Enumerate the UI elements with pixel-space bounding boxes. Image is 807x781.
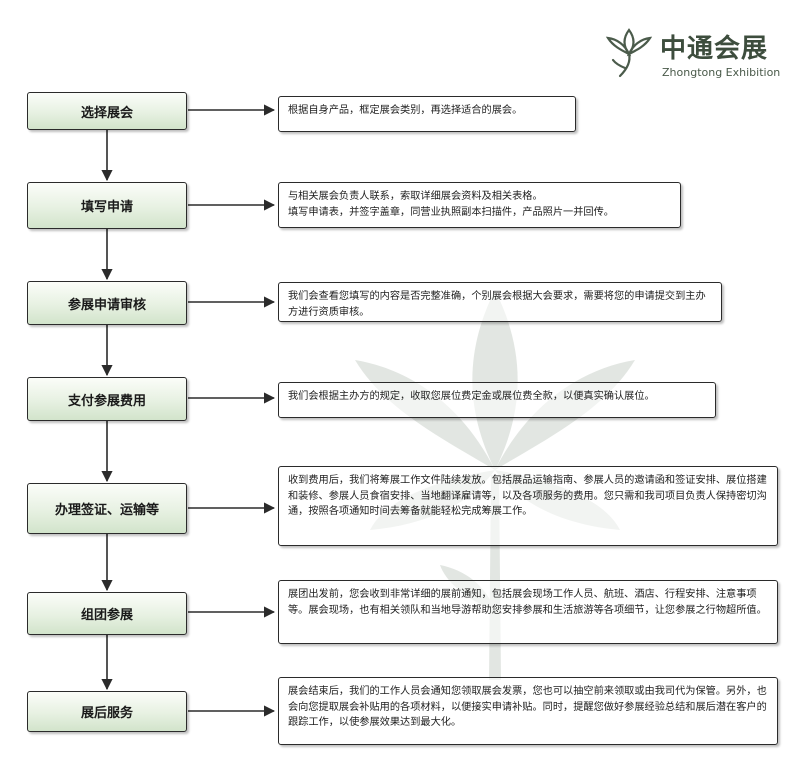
step-description: 我们会根据主办方的规定，收取您展位费定金或展位费全款，以便真实确认展位。: [278, 382, 716, 418]
description-line: 展团出发前，您会收到非常详细的展前通知，包括展会现场工作人员、航班、酒店、行程安…: [288, 589, 767, 616]
lotus-logo-icon: [605, 28, 653, 78]
description-line: 我们会根据主办方的规定，收取您展位费定金或展位费全款，以便真实确认展位。: [288, 391, 655, 402]
logo-text-en: Zhongtong Exhibition: [662, 66, 781, 79]
step-description: 根据自身产品，框定展会类别，再选择适合的展会。: [278, 96, 576, 132]
step-description: 展会结束后，我们的工作人员会通知您领取展会发票，您也可以抽空前来领取或由我司代为…: [278, 677, 778, 745]
step-label: 组团参展: [80, 608, 133, 623]
step-label: 支付参展费用: [67, 393, 146, 409]
step-box: 支付参展费用: [27, 377, 187, 421]
step-box: 参展申请审核: [27, 281, 187, 325]
description-line: 展会结束后，我们的工作人员会通知您领取展会发票，您也可以抽空前来领取或由我司代为…: [288, 686, 767, 728]
step-box: 选择展会: [27, 92, 187, 130]
step-description: 我们会查看您填写的内容是否完整准确，个别展会根据大会要求，需要将您的申请提交到主…: [278, 282, 722, 322]
step-description: 收到费用后，我们将筹展工作文件陆续发放。包括展品运输指南、参展人员的邀请函和签证…: [278, 466, 778, 546]
description-line: 根据自身产品，框定展会类别，再选择适合的展会。: [288, 105, 523, 116]
description-line: 我们会查看您填写的内容是否完整准确，个别展会根据大会要求，需要将您的申请提交到主…: [288, 291, 706, 318]
description-line: 收到费用后，我们将筹展工作文件陆续发放。包括展品运输指南、参展人员的邀请函和签证…: [288, 475, 767, 517]
logo-text-cn: 中通会展: [660, 34, 769, 64]
step-label: 参展申请审核: [67, 297, 146, 313]
step-box: 办理签证、运输等: [27, 483, 187, 534]
step-label: 展后服务: [80, 706, 133, 721]
step-description: 展团出发前，您会收到非常详细的展前通知，包括展会现场工作人员、航班、酒店、行程安…: [278, 580, 778, 644]
step-box: 组团参展: [27, 592, 187, 635]
description-line: 填写申请表，并签字盖章，同营业执照副本扫描件，产品照片一并回传。: [288, 206, 614, 218]
step-box: 填写申请: [27, 182, 187, 229]
step-description: 与相关展会负责人联系，索取详细展会资料及相关表格。 填写申请表，并签字盖章，同营…: [278, 182, 681, 228]
description-line: 与相关展会负责人联系，索取详细展会资料及相关表格。: [288, 191, 543, 202]
step-label: 选择展会: [80, 105, 133, 121]
step-label: 办理签证、运输等: [54, 503, 159, 518]
step-box: 展后服务: [27, 691, 187, 732]
logo: 中通会展 Zhongtong Exhibition: [604, 22, 804, 84]
step-label: 填写申请: [80, 200, 133, 215]
